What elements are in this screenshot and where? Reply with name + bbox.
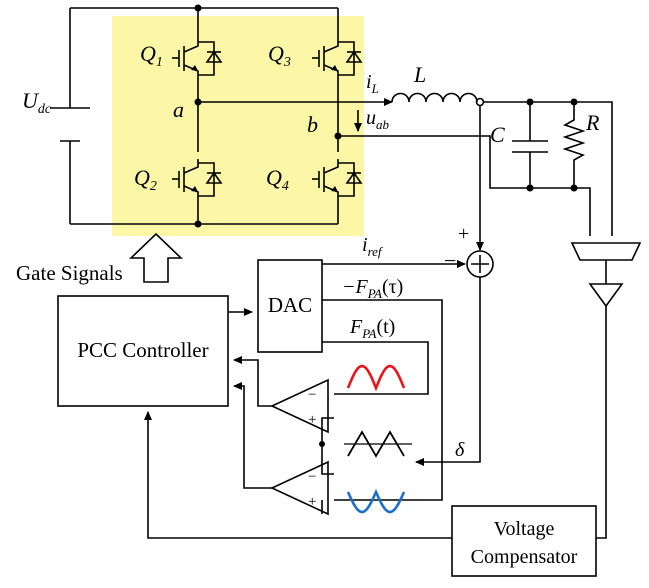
comparator-2-minus: − bbox=[308, 469, 316, 485]
fpa-tau-label: −FPA(τ) bbox=[342, 276, 403, 301]
inductor-label: L bbox=[413, 62, 426, 87]
dac-box bbox=[257, 259, 323, 353]
comparator-1 bbox=[270, 378, 329, 434]
capacitor-label: C bbox=[490, 122, 505, 147]
comparator-1-minus: − bbox=[308, 387, 316, 403]
switch-q3 bbox=[312, 38, 363, 79]
q4-label: Q4 bbox=[266, 165, 289, 194]
switch-q2 bbox=[172, 159, 223, 200]
pcc-controller-label: PCC Controller bbox=[77, 338, 208, 362]
iref-label: iref bbox=[362, 234, 384, 259]
rectified-sine-waveform bbox=[346, 364, 406, 392]
fpa-t-label: FPA(t) bbox=[349, 316, 395, 341]
il-label: iL bbox=[366, 71, 379, 96]
left-leg bbox=[194, 4, 202, 228]
comparator-2-plus: + bbox=[308, 494, 316, 510]
q1-label: Q1 bbox=[140, 41, 163, 70]
voltage-compensator-line1: Voltage bbox=[494, 518, 555, 540]
dac-label: DAC bbox=[268, 293, 312, 317]
voltage-sensor bbox=[570, 242, 642, 539]
dc-source bbox=[50, 7, 338, 225]
gate-signals-label: Gate Signals bbox=[16, 261, 123, 285]
red-wave-path bbox=[346, 364, 406, 392]
pcc-controller-box bbox=[57, 295, 229, 407]
capacitor bbox=[512, 102, 548, 188]
comparator-2 bbox=[270, 460, 329, 516]
switch-q1 bbox=[172, 38, 223, 79]
comparator-1-plus: + bbox=[308, 412, 316, 428]
resistor bbox=[562, 102, 586, 188]
delta-label: δ bbox=[455, 439, 465, 461]
q3-label: Q3 bbox=[268, 41, 291, 70]
triangle-waveform bbox=[344, 430, 412, 458]
voltage-compensator-box bbox=[451, 505, 597, 577]
uab-label: uab bbox=[366, 107, 390, 132]
minus-sign: − bbox=[444, 248, 456, 273]
current-sensor bbox=[475, 97, 485, 107]
blue-wave-path bbox=[346, 488, 406, 514]
delta-arrow bbox=[415, 277, 481, 466]
summing-junction bbox=[466, 250, 494, 278]
voltage-compensator-line2: Compensator bbox=[471, 546, 578, 568]
switch-q4 bbox=[312, 159, 363, 200]
udc-label: Udc bbox=[22, 88, 52, 117]
h-bridge-highlight bbox=[112, 16, 364, 236]
q2-label: Q2 bbox=[134, 165, 157, 194]
node-a-label: a bbox=[173, 97, 184, 122]
resistor-label: R bbox=[585, 110, 600, 135]
triangle-wave-path bbox=[347, 430, 405, 458]
inverted-sine-waveform bbox=[346, 488, 406, 514]
node-b-label: b bbox=[307, 112, 318, 137]
plus-sign-top: + bbox=[458, 223, 469, 245]
inductor-coil bbox=[391, 92, 478, 103]
gate-signal-arrow bbox=[129, 232, 183, 283]
